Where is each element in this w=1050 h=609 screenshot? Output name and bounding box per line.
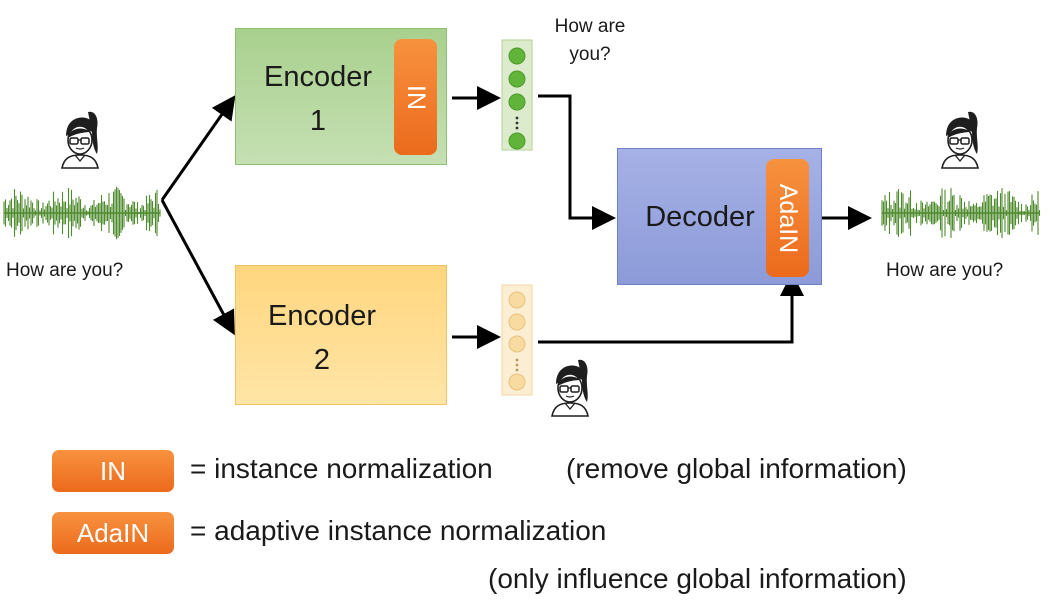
waveform-icon [881, 188, 1041, 238]
encoder-2-number: 2 [313, 344, 331, 376]
speaker-icon [941, 110, 979, 169]
legend-in-text: = instance normalization [190, 453, 493, 484]
legend-in-badge: IN [52, 450, 174, 492]
content-caption-line2: you? [569, 44, 611, 65]
speaker-icon [551, 358, 589, 417]
instance-norm-block: IN [394, 39, 437, 155]
decoder-title: Decoder [645, 201, 755, 233]
arrow-content-to-decoder [538, 94, 616, 230]
encoder-2-title: Encoder [267, 300, 376, 332]
adain-label: AdaIN [774, 183, 803, 253]
waveform-icon [3, 186, 161, 240]
encoder-1-box: Encoder 1 IN [235, 28, 447, 165]
instance-norm-label: IN [402, 84, 430, 110]
legend-adain-text: = adaptive instance normalization [190, 515, 607, 546]
arrow-to-encoder1 [160, 95, 236, 201]
legend-adain-badge: AdaIN [52, 512, 174, 554]
content-vector [501, 39, 533, 151]
arrow-speaker-to-adain [538, 272, 804, 344]
legend-adain-note: (only influence global information) [488, 563, 907, 594]
input-caption: How are you? [6, 260, 124, 281]
arrow-to-encoder2 [160, 199, 235, 336]
speaker-icon [61, 110, 99, 169]
decoder-box: Decoder AdaIN [617, 148, 822, 285]
adain-block: AdaIN [766, 159, 809, 277]
output-caption: How are you? [886, 260, 1004, 281]
encoder-1-title: Encoder [263, 61, 372, 93]
legend-in-note: (remove global information) [566, 453, 907, 484]
content-caption-line1: How are [554, 16, 626, 37]
speaker-vector [501, 284, 533, 396]
encoder-1-number: 1 [309, 105, 327, 137]
encoder-2-box: Encoder 2 [235, 265, 447, 405]
